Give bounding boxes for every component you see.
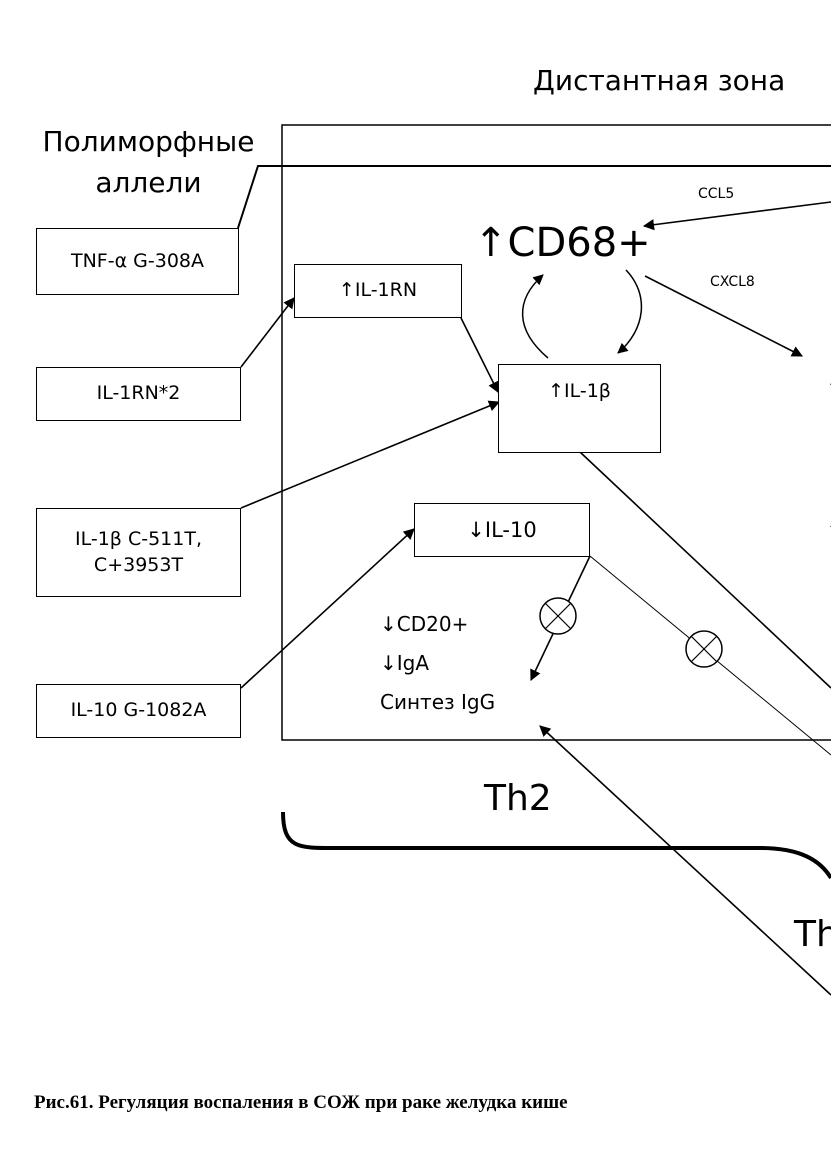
node-il1rn: ↑IL-1RN (294, 264, 462, 318)
il10-allele-arrow (240, 528, 415, 689)
tnf-connector (237, 165, 831, 229)
right-cut-partial: ↑ (826, 376, 831, 400)
node-il1b: ↑IL-1β (498, 364, 661, 453)
inhibition-symbol (685, 630, 723, 668)
right-partial-arrow: ↑ (822, 512, 831, 558)
node-igg-synthesis: Синтез IgG (380, 690, 496, 714)
inhibition-symbol (539, 597, 577, 635)
node-cd68: ↑CD68+ (474, 220, 651, 266)
bracket-label-th-partial: Th (794, 914, 831, 955)
lower-to-igg-arrow (539, 725, 831, 996)
allele-box-tnf: TNF-α G-308A (36, 228, 239, 295)
il1b-diagonal (579, 451, 831, 689)
il1rn2-arrow (240, 297, 295, 368)
allele-box-il1b: IL-1β C-511T, C+3953T (36, 508, 241, 597)
node-il10: ↓IL-10 (414, 503, 590, 557)
zone-title: Дистантная зона (533, 64, 786, 97)
allele-box-il10: IL-10 G-1082A (36, 684, 241, 738)
curve-il1b-to-cd68 (521, 274, 549, 359)
bracket-label-th2: Th2 (484, 778, 552, 819)
il1b-allele-arrow (240, 400, 501, 509)
polymorph-title: Полиморфные аллели (42, 125, 255, 199)
edge-label-cxcl8: CXCL8 (710, 274, 755, 290)
ccl5-arrow (642, 201, 831, 231)
node-cd20: ↓CD20+ (380, 612, 469, 636)
figure-caption: Рис.61. Регуляция воспаления в СОЖ при р… (34, 1092, 568, 1113)
curve-cd68-to-il1b (617, 269, 643, 354)
node-iga: ↓IgA (380, 651, 430, 675)
cxcl8-arrow (644, 275, 803, 357)
edge-label-ccl5: CCL5 (698, 186, 735, 202)
distant-zone-frame (281, 124, 831, 741)
allele-box-il1rn2: IL-1RN*2 (36, 367, 241, 421)
il1rn-to-il1b-arrow (460, 317, 499, 394)
th2-brace (281, 811, 831, 880)
